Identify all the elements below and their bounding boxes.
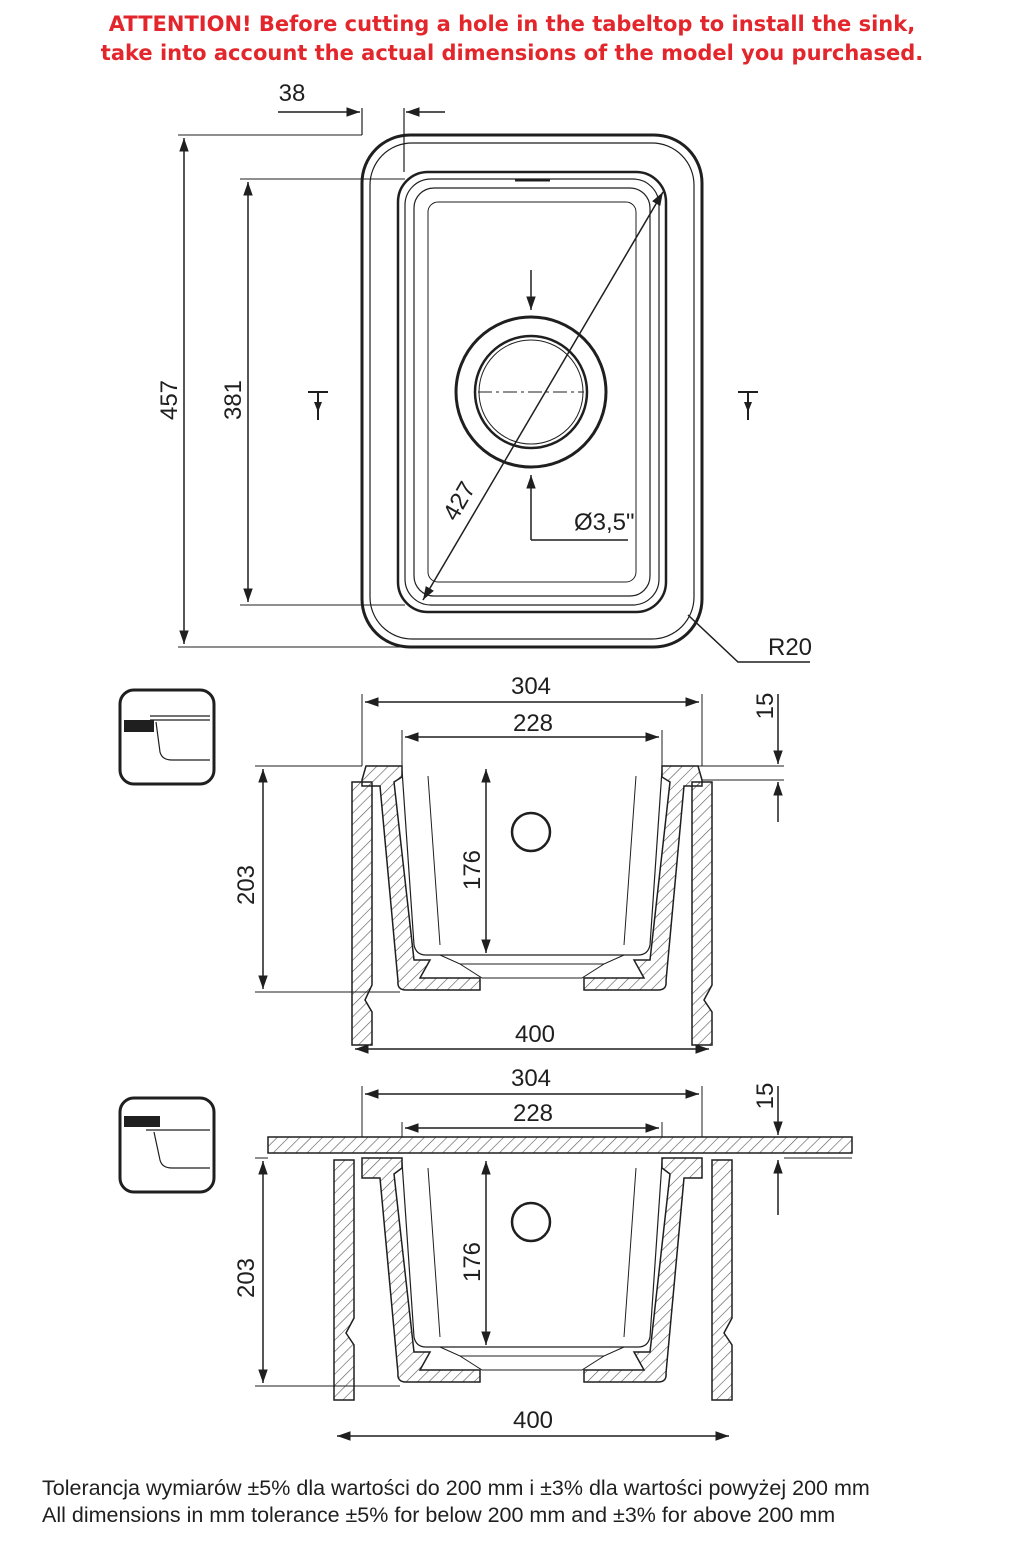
outer-length-label: 457 (156, 380, 183, 420)
cabinet-width-label: 400 (515, 1021, 555, 1048)
rim-height-label: 15 (752, 693, 779, 720)
overmount-icon (118, 1096, 216, 1194)
bowl-depth-label-2: 176 (459, 1242, 486, 1282)
rim-height-label-2: 15 (752, 1083, 779, 1110)
bowl-outline (396, 170, 668, 614)
corner-radius-label: R20 (768, 634, 812, 661)
drain-diameter-label: Ø3,5" (574, 509, 635, 536)
flange-width-label: 38 (279, 80, 306, 107)
inner-length-label: 381 (220, 380, 247, 420)
total-depth-label: 203 (233, 865, 260, 905)
diagonal-label: 427 (438, 477, 481, 525)
warning-line-1: ATTENTION! Before cutting a hole in the … (108, 12, 916, 36)
inner-width-label-2: 228 (513, 1100, 553, 1127)
footer-tolerance-pl: Tolerancja wymiarów ±5% dla wartości do … (42, 1476, 870, 1500)
cabinet-width-label-2: 400 (513, 1407, 553, 1434)
bowl-depth-label: 176 (459, 850, 486, 890)
outer-width-label: 304 (511, 673, 551, 700)
top-view: Ø3,5" 427 38 457 381 R20 (156, 80, 812, 663)
undermount-icon (118, 688, 216, 786)
outer-width-label-2: 304 (511, 1065, 551, 1092)
sink-outer-outline (360, 133, 704, 649)
footer-tolerance-en: All dimensions in mm tolerance ±5% for b… (42, 1503, 836, 1527)
total-depth-label-2: 203 (233, 1258, 260, 1298)
countertop (267, 1136, 853, 1154)
diagonal-dimension-line (422, 191, 664, 601)
inner-width-label: 228 (513, 710, 553, 737)
undermount-section: 304 228 15 176 203 400 (233, 673, 784, 1054)
overmount-section: 304 228 15 176 203 400 (233, 1065, 853, 1441)
warning-line-2: take into account the actual dimensions … (100, 41, 924, 65)
